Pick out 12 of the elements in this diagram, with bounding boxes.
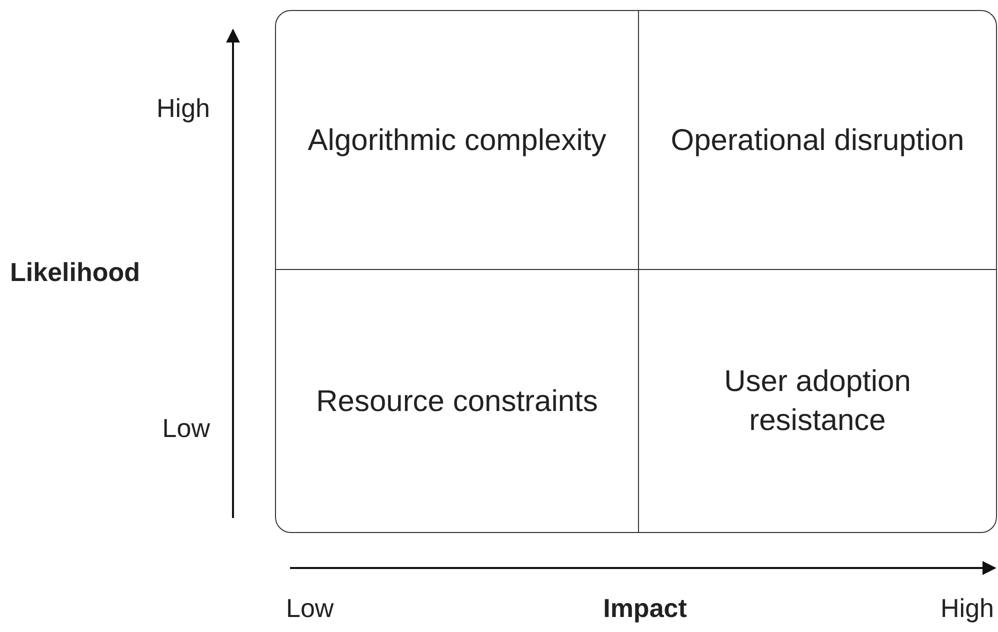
axis-tick-label: Low [286, 592, 334, 624]
quadrant-label: Operational disruption [670, 122, 964, 158]
axis-tick-label: High [940, 592, 994, 624]
matrix-grid [275, 10, 997, 533]
quadrant-cell [276, 11, 639, 270]
axis-title: Likelihood [10, 256, 140, 288]
axis-title: Impact [603, 592, 687, 624]
axis-tick-label: Low [162, 412, 210, 444]
quadrant-label: Algorithmic complexity [308, 122, 606, 158]
quadrant-label: User adoption resistance [723, 364, 912, 439]
quadrant-label: Resource constraints [316, 384, 598, 420]
axis-tick-label: High [156, 92, 210, 124]
